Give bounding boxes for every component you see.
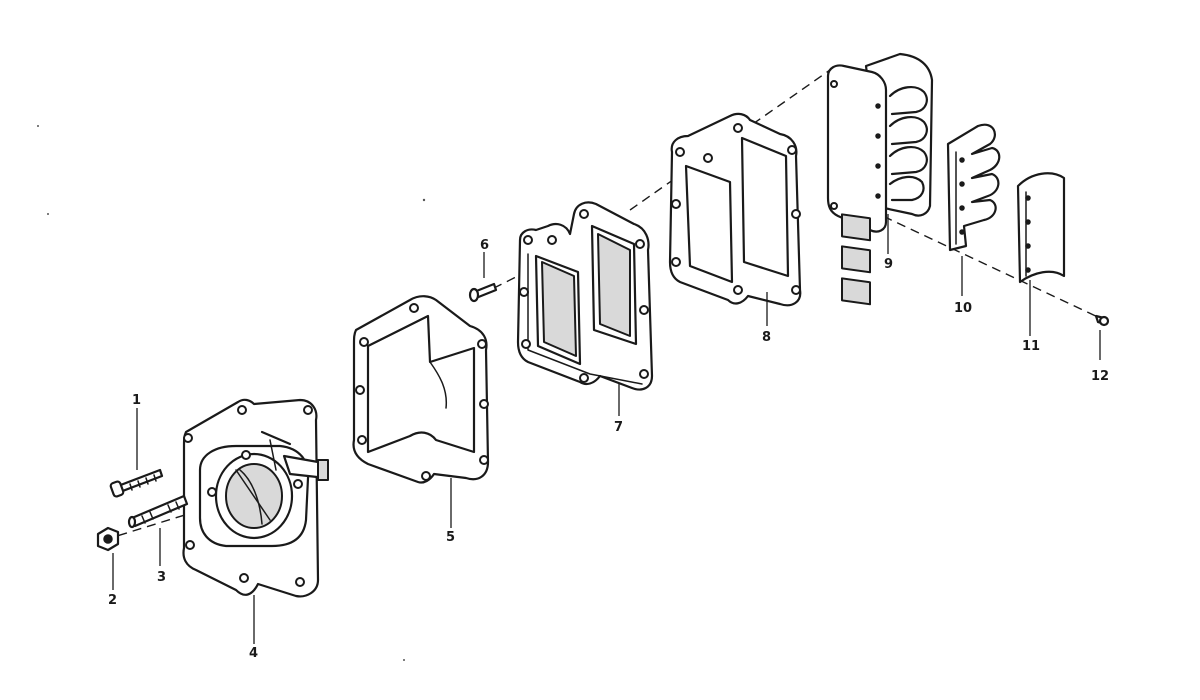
- part-12-screw: [1094, 314, 1110, 327]
- part-5-gasket: [352, 295, 490, 484]
- callout-12: 12: [1091, 369, 1109, 384]
- callout-labels: 1 2 3 4 5 6 7 8 9 10 11 12: [108, 238, 1109, 661]
- part-11-reed-stop: [1016, 172, 1066, 284]
- callout-8: 8: [762, 330, 771, 345]
- part-7-reed-plate: [516, 201, 654, 391]
- callout-9: 9: [884, 257, 893, 272]
- part-2-nut: [96, 526, 120, 552]
- part-1-screw: [109, 468, 164, 498]
- part-10-reed-petals: [946, 123, 1001, 252]
- callout-4: 4: [249, 646, 258, 661]
- part-4-adapter-plate: [182, 398, 329, 598]
- callout-2: 2: [108, 593, 117, 608]
- callout-7: 7: [614, 420, 623, 435]
- callout-10: 10: [954, 301, 972, 316]
- callout-11: 11: [1022, 339, 1040, 354]
- callout-5: 5: [446, 530, 455, 545]
- leader-lines: [112, 214, 1101, 644]
- part-6-screw: [468, 282, 498, 303]
- part-3-stud: [127, 494, 189, 529]
- part-8-gasket: [668, 112, 802, 307]
- part-9-reed-cage: [826, 52, 934, 306]
- scan-specks: [37, 125, 426, 661]
- callout-6: 6: [480, 238, 489, 253]
- callout-3: 3: [157, 570, 166, 585]
- callout-1: 1: [132, 393, 141, 408]
